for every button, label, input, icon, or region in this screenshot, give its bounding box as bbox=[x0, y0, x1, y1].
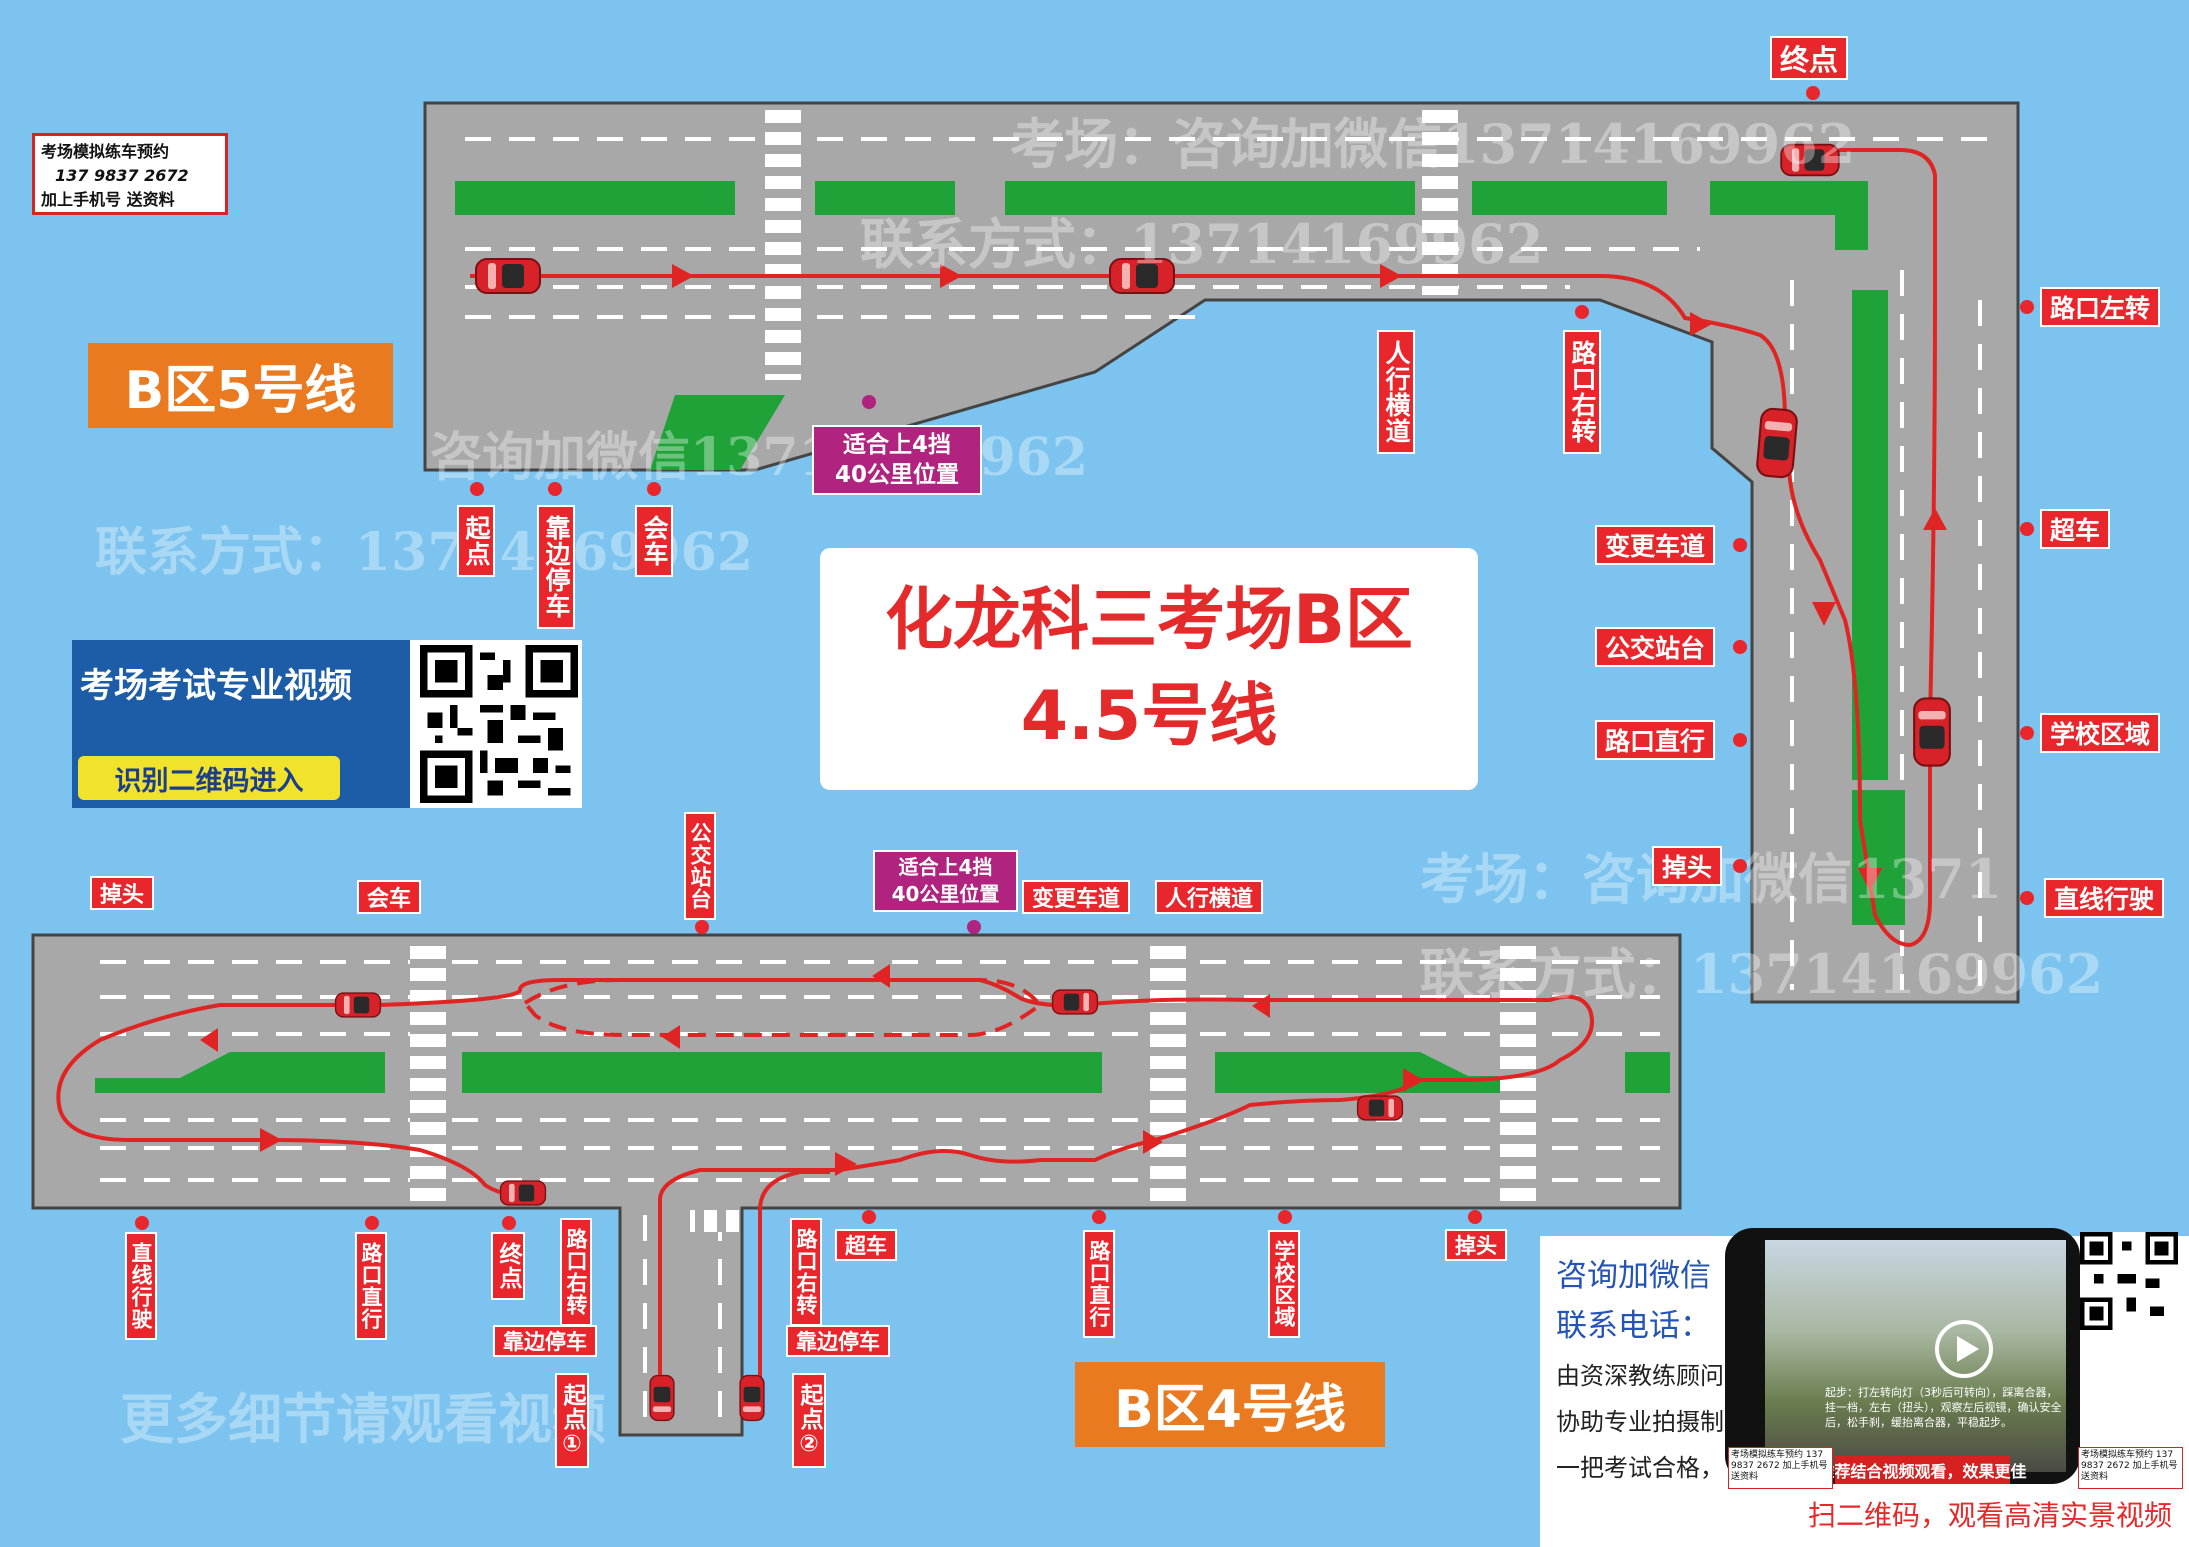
label-intersection-straight: 路口直行 bbox=[1595, 720, 1716, 760]
label-overtake: 超车 bbox=[2040, 509, 2111, 549]
contact-p2: 协助专业拍摄制 bbox=[1556, 1408, 1724, 1436]
qr-code-small-icon[interactable] bbox=[2080, 1232, 2178, 1330]
qr-code-icon[interactable] bbox=[420, 644, 578, 804]
label-bus-stop: 公交站台 bbox=[1595, 627, 1716, 667]
label4-bus-stop: 公交站台 bbox=[684, 812, 716, 920]
straight-drive-marker bbox=[2020, 891, 2034, 905]
label4-u-turn-right: 掉头 bbox=[1445, 1229, 1507, 1261]
booking-line1: 考场模拟练车预约 bbox=[41, 142, 170, 161]
right-turn-marker bbox=[1575, 305, 1589, 319]
label4-straight-drive-marker bbox=[135, 1216, 149, 1230]
label-lane-change: 变更车道 bbox=[1595, 525, 1716, 565]
label-straight-drive: 直线行驶 bbox=[2044, 878, 2165, 918]
play-icon[interactable] bbox=[1935, 1320, 1993, 1378]
mini-booking-2: 考场模拟练车预约 137 9837 2672 加上手机号 送资料 bbox=[2078, 1447, 2183, 1489]
video-promo[interactable]: 考场考试专业视频 识别二维码进入 bbox=[72, 640, 582, 808]
start-marker bbox=[470, 482, 484, 496]
label4-lane-change: 变更车道 bbox=[1022, 880, 1131, 914]
line5-road bbox=[423, 101, 2020, 1004]
label-crosswalk: 人行横道 bbox=[1377, 330, 1415, 454]
pull-over-marker bbox=[548, 482, 562, 496]
video-player[interactable]: 起步：打左转向灯（3秒后可转向），踩离合器，挂一档，左右（扭头），观察左后视镜，… bbox=[1725, 1228, 2080, 1484]
video-caption: 起步：打左转向灯（3秒后可转向），踩离合器，挂一档，左右（扭头），观察左后视镜，… bbox=[1825, 1386, 2062, 1429]
label-meeting: 会车 bbox=[635, 505, 673, 577]
zone-line5: B区5号线 bbox=[88, 343, 393, 428]
gear-tag-line5-marker bbox=[862, 395, 876, 409]
gear-tag-line4-marker bbox=[967, 920, 981, 934]
school-zone-marker bbox=[2020, 726, 2034, 740]
contact-p1: 由资深教练顾问 bbox=[1556, 1362, 1724, 1390]
label4-meeting: 会车 bbox=[357, 880, 422, 914]
label4-pull-over-1: 靠边停车 bbox=[493, 1325, 597, 1357]
contact-phone-label: 联系电话： bbox=[1556, 1308, 1711, 1344]
label4-overtake-marker bbox=[862, 1210, 876, 1224]
line4-road bbox=[31, 933, 1682, 1437]
label4-u-turn-right-marker bbox=[1468, 1210, 1482, 1224]
intersection-straight-marker bbox=[1733, 733, 1747, 747]
booking-box: 考场模拟练车预约 137 9837 2672 加上手机号 送资料 bbox=[32, 133, 228, 215]
label4-intersection-straight-left-marker bbox=[365, 1216, 379, 1230]
gear-tag-line4: 适合上4挡 40公里位置 bbox=[873, 850, 1018, 912]
label-pull-over: 靠边停车 bbox=[537, 505, 575, 629]
lane-change-marker bbox=[1733, 538, 1747, 552]
label4-school-zone-marker bbox=[1278, 1210, 1292, 1224]
scan-qr-button[interactable]: 识别二维码进入 bbox=[78, 756, 340, 800]
video-screen: 起步：打左转向灯（3秒后可转向），踩离合器，挂一档，左右（扭头），观察左后视镜，… bbox=[1765, 1240, 2066, 1472]
route-line5 bbox=[470, 148, 1937, 948]
label4-pull-over-2: 靠边停车 bbox=[786, 1325, 890, 1357]
label4-end-marker bbox=[502, 1216, 516, 1230]
zone-line4: B区4号线 bbox=[1075, 1362, 1385, 1447]
label4-intersection-straight-left: 路口直行 bbox=[355, 1232, 387, 1340]
route-line4 bbox=[56, 978, 1594, 1420]
contact-wechat: 咨询加微信 bbox=[1556, 1258, 1711, 1294]
label4-intersection-straight-right-marker bbox=[1092, 1210, 1106, 1224]
gear-tag-line4-1: 适合上4挡 bbox=[898, 855, 993, 879]
label4-end: 终点 bbox=[491, 1232, 525, 1300]
end-marker bbox=[1806, 86, 1820, 100]
video-promo-panel: 考场考试专业视频 识别二维码进入 bbox=[72, 640, 410, 808]
label-right-turn: 路口右转 bbox=[1563, 330, 1601, 454]
label-u-turn: 掉头 bbox=[1652, 846, 1723, 886]
video-promo-title: 考场考试专业视频 bbox=[80, 666, 352, 706]
label-school-zone: 学校区域 bbox=[2040, 713, 2161, 753]
gear-tag-line5: 适合上4挡 40公里位置 bbox=[812, 425, 982, 495]
booking-phone: 137 9837 2672 bbox=[55, 166, 189, 185]
bus-stop-marker bbox=[1733, 640, 1747, 654]
label4-u-turn-left: 掉头 bbox=[90, 876, 155, 910]
label4-bus-stop-marker bbox=[695, 920, 709, 934]
label4-start-1: 起点① bbox=[555, 1373, 589, 1468]
label-start: 起点 bbox=[457, 505, 495, 577]
label4-start-2: 起点② bbox=[792, 1373, 826, 1468]
label-left-turn: 路口左转 bbox=[2040, 287, 2161, 327]
label4-right-turn-2: 路口右转 bbox=[790, 1218, 822, 1326]
label4-overtake: 超车 bbox=[835, 1229, 897, 1261]
mini-booking-1: 考场模拟练车预约 137 9837 2672 加上手机号 送资料 bbox=[1728, 1447, 1833, 1489]
label4-crosswalk: 人行横道 bbox=[1155, 880, 1264, 914]
meeting-marker bbox=[647, 482, 661, 496]
map-title: 化龙科三考场B区 4.5号线 bbox=[820, 548, 1478, 790]
label4-right-turn-1: 路口右转 bbox=[560, 1218, 592, 1326]
gear-tag-line5-1: 适合上4挡 bbox=[842, 432, 951, 458]
label4-school-zone: 学校区域 bbox=[1268, 1230, 1300, 1338]
contact-p3: 一把考试合格， bbox=[1556, 1454, 1724, 1482]
label-end: 终点 bbox=[1770, 36, 1849, 80]
route-arrows bbox=[200, 264, 1947, 1176]
title-line1: 化龙科三考场B区 bbox=[885, 581, 1413, 660]
overtake-marker bbox=[2020, 522, 2034, 536]
u-turn-marker bbox=[1733, 859, 1747, 873]
label4-intersection-straight-right: 路口直行 bbox=[1083, 1230, 1115, 1338]
left-turn-marker bbox=[2020, 300, 2034, 314]
gear-tag-line4-2: 40公里位置 bbox=[891, 882, 1000, 906]
booking-line3: 加上手机号 送资料 bbox=[41, 190, 175, 209]
scan-caption: 扫二维码，观看高清实景视频 bbox=[1808, 1499, 2173, 1532]
video-banner: 推荐结合视频观看，效果更佳 bbox=[1819, 1456, 2027, 1484]
title-line2: 4.5号线 bbox=[1020, 677, 1278, 756]
gear-tag-line5-2: 40公里位置 bbox=[834, 462, 959, 488]
label4-straight-drive: 直线行驶 bbox=[125, 1232, 157, 1340]
